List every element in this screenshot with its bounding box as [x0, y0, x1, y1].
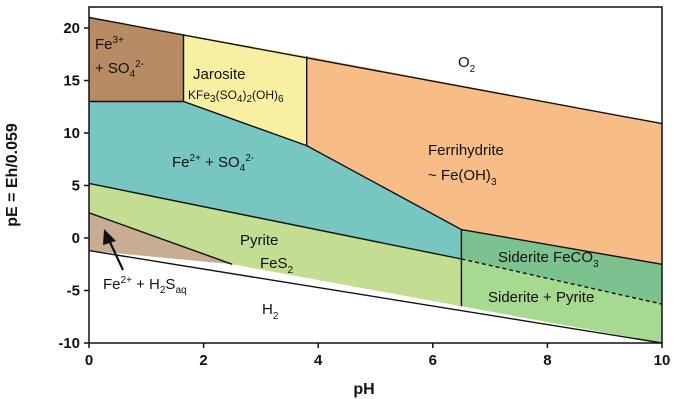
x-tick-label: 2 [199, 352, 207, 369]
plot-frame [88, 6, 663, 344]
label-siderite: Siderite FeCO3 [498, 249, 599, 270]
label-jarosite-formula: KFe3(SO4)2(OH)6 [188, 88, 284, 105]
region-pyrite [89, 183, 462, 307]
label-o2: O2 [458, 54, 476, 75]
region-siderite-pyrite [461, 259, 662, 343]
o2-boundary [88, 16, 663, 125]
x-tick-label: 0 [85, 352, 93, 369]
region-fe3-sulfate [89, 17, 184, 102]
label-ferrihydrite: Ferrihydrite [428, 142, 504, 159]
y-tick-label: 15 [63, 73, 80, 90]
region-siderite [461, 229, 662, 305]
y-tick-label: 5 [72, 178, 80, 195]
x-tick-label: 6 [429, 352, 437, 369]
y-tick-label: -10 [58, 335, 80, 352]
y-tick-label: 20 [63, 20, 80, 37]
region-layer [89, 17, 662, 343]
x-axis-ticks: 0 2 4 6 8 10 [85, 343, 671, 369]
region-ferrihydrite [306, 56, 662, 265]
label-pyrite: Pyrite [240, 232, 278, 249]
label-fe2-h2s: Fe2+ + H2Saq [103, 275, 187, 296]
arrow-head [103, 229, 116, 245]
sulfate-pyrite-boundary [88, 182, 462, 260]
x-axis-label: pH [353, 381, 374, 398]
y-tick-label: -5 [67, 283, 80, 300]
region-fe2-sulfate [89, 101, 462, 259]
fe2h2s-pyrite-boundary [88, 212, 233, 265]
boundary-layer [88, 16, 663, 344]
y-axis-ticks: 20 15 10 5 0 -5 -10 [58, 20, 89, 352]
x-tick-label: 4 [314, 352, 323, 369]
label-fe2-sulfate: Fe2+ + SO42- [172, 153, 254, 174]
label-pyrite-formula: FeS2 [260, 255, 294, 276]
arrow-shaft [108, 239, 124, 271]
siderite-pyrite-boundary [461, 258, 663, 305]
label-siderite-pyrite: Siderite + Pyrite [488, 289, 594, 306]
y-tick-label: 10 [63, 125, 80, 142]
label-jarosite: Jarosite [193, 66, 246, 83]
fe2-h2s-arrow [103, 229, 124, 271]
region-jarosite [183, 34, 307, 146]
x-tick-label: 10 [654, 352, 671, 369]
label-fe3-line1: Fe3+ [95, 35, 124, 53]
y-axis-label: pE = Eh/0.059 [4, 123, 21, 227]
label-h2: H2 [262, 301, 279, 322]
label-fe3-line2: + SO42- [95, 59, 144, 80]
label-ferrihydrite-formula: ~ Fe(OH)3 [428, 167, 497, 188]
h2-boundary [88, 249, 663, 344]
y-tick-label: 0 [72, 230, 80, 247]
x-tick-label: 8 [543, 352, 551, 369]
